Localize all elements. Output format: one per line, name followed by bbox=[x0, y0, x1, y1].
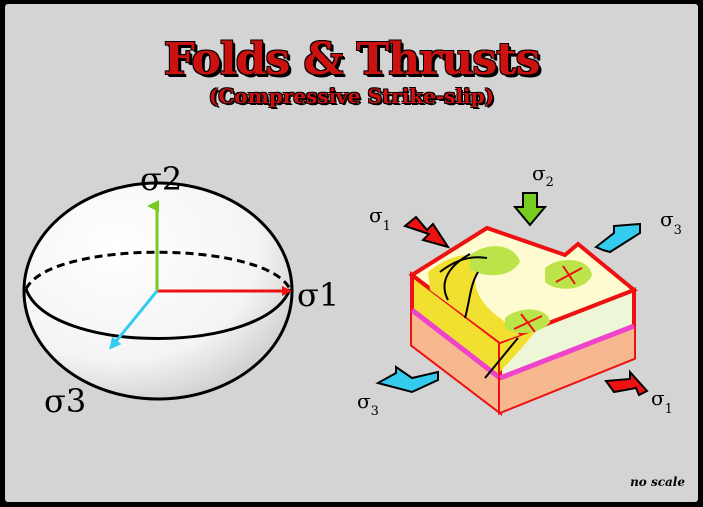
fold-thrust-block bbox=[408, 225, 638, 417]
svg-text:σ2: σ2 bbox=[532, 161, 554, 190]
block-sigma3-top-arrow bbox=[594, 222, 641, 254]
svg-text:σ1: σ1 bbox=[651, 386, 673, 417]
svg-text:σ3: σ3 bbox=[357, 389, 379, 419]
ellipsoid-sigma1-label: σ1 bbox=[297, 276, 339, 314]
block-sigma1-top-label: σ bbox=[369, 203, 383, 227]
block-sigma3-top-label: σ bbox=[660, 207, 674, 231]
block-sigma3-top-sub: 3 bbox=[674, 223, 682, 238]
block-sigma2-arrow bbox=[512, 192, 548, 227]
no-scale-note: no scale bbox=[630, 475, 685, 489]
block-sigma1-bottom-label: σ bbox=[651, 386, 665, 410]
block-sigma1-top-arrow bbox=[402, 215, 451, 249]
page-title: Folds & Thrusts bbox=[163, 34, 541, 85]
block-sigma2-sub: 2 bbox=[546, 175, 554, 190]
page-subtitle: (Compressive Strike-slip) bbox=[208, 84, 495, 108]
svg-text:σ1: σ1 bbox=[369, 203, 391, 234]
block-sigma2-label: σ bbox=[532, 161, 546, 185]
ellipsoid-sigma3-label: σ3 bbox=[44, 382, 86, 420]
block-sigma3-bottom-arrow bbox=[375, 365, 439, 394]
sigma3-axis-arrow bbox=[109, 290, 159, 350]
ellipsoid-sigma2-label: σ2 bbox=[140, 160, 182, 198]
stress-ellipsoid bbox=[22, 181, 294, 401]
block-sigma3-bottom-sub: 3 bbox=[371, 404, 379, 419]
block-sigma1-top-sub: 1 bbox=[383, 219, 391, 234]
svg-text:σ3: σ3 bbox=[660, 207, 682, 238]
block-sigma1-bottom-sub: 1 bbox=[665, 402, 673, 417]
block-sigma1-bottom-arrow bbox=[604, 369, 649, 397]
block-sigma3-bottom-label: σ bbox=[357, 389, 371, 413]
